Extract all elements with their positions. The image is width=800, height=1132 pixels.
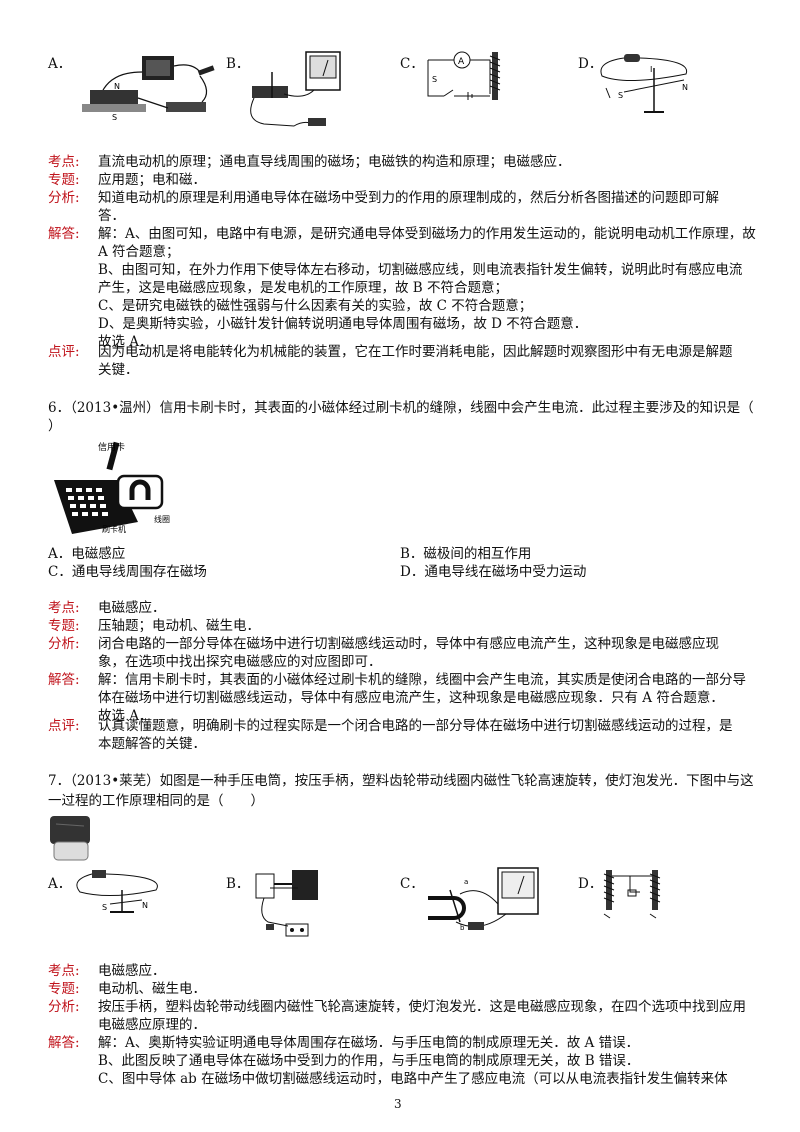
q5-option-c-label: C． bbox=[400, 56, 424, 72]
q7-jieda-row: 解答: 解：A、奥斯特实验证明通电导体周围存在磁场．与手压电筒的制成原理无关．故 … bbox=[48, 1034, 760, 1052]
q6-jieda-row: 解答: 解：信用卡刷卡时，其表面的小磁体经过刷卡机的缝隙，线圈中会产生电流，其实质… bbox=[48, 671, 760, 689]
svg-text:b: b bbox=[460, 924, 465, 932]
q6-option-a: A．电磁感应 bbox=[48, 546, 126, 562]
q6-dianping-row: 点评: 认真读懂题意，明确刷卡的过程实际是一个闭合电路的一部分导体在磁场中进行切割… bbox=[48, 717, 760, 735]
q5-jieda-line7: 故选 A． bbox=[98, 334, 153, 350]
q7-stem-line1: 7．（2013•莱芜）如图是一种手压电筒，按压手柄，塑料齿轮带动线圈内磁性飞轮高… bbox=[48, 773, 754, 789]
coil-label: 线圈 bbox=[154, 514, 170, 524]
q7-option-d-label: D． bbox=[578, 876, 603, 892]
q7-figure-hand-flashlight bbox=[48, 814, 94, 864]
q6-option-b: B．磁极间的相互作用 bbox=[400, 546, 532, 562]
svg-text:S: S bbox=[432, 75, 437, 84]
q6-kaodian-row: 考点: 电磁感应． bbox=[48, 599, 760, 617]
fenxi-text: 按压手柄，塑料齿轮带动线圈内磁性飞轮高速旋转，使灯泡发光．这是电磁感应现象，在四… bbox=[98, 999, 746, 1015]
q5-jieda-line5: C、是研究电磁铁的磁性强弱与什么因素有关的实验，故 C 不符合题意； bbox=[98, 298, 533, 314]
q6-jieda-line3: 故选 A． bbox=[98, 708, 153, 724]
q7-option-b-label: B． bbox=[226, 876, 250, 892]
kaodian-label: 考点: bbox=[48, 154, 80, 170]
q5-figure-a-motor: N S bbox=[72, 52, 222, 137]
q7-fenxi-row: 分析: 按压手柄，塑料齿轮带动线圈内磁性飞轮高速旋转，使灯泡发光．这是电磁感应现象… bbox=[48, 998, 760, 1016]
kaodian-text: 电磁感应． bbox=[98, 963, 166, 979]
q5-option-a-label: A． bbox=[48, 56, 72, 72]
svg-text:N: N bbox=[114, 82, 120, 91]
q6-stem-line1: 6．（2013•温州）信用卡刷卡时，其表面的小磁体经过刷卡机的缝隙，线圈中会产生… bbox=[48, 400, 754, 416]
page-number: 3 bbox=[394, 1097, 402, 1111]
q5-figure-c-electromagnet: A S bbox=[420, 50, 510, 110]
q6-figure-card-reader: 信用卡 刷卡机 线圈 bbox=[48, 436, 178, 536]
reader-label: 刷卡机 bbox=[102, 524, 126, 534]
jieda-label: 解答: bbox=[48, 672, 80, 688]
q7-fenxi-cont: 电磁感应原理的． bbox=[98, 1017, 206, 1033]
q5-jieda-line3: B、由图可知，在外力作用下使导体左右移动，切割磁感应线，则电流表指针发生偏转，说… bbox=[98, 262, 743, 278]
q7-figure-c-induction: a b bbox=[420, 864, 550, 940]
q7-option-a-label: A． bbox=[48, 876, 72, 892]
q5-figure-d-oersted: S N I bbox=[596, 46, 696, 122]
kaodian-text: 直流电动机的原理；通电直导线周围的磁场；电磁铁的构造和原理；电磁感应． bbox=[98, 154, 571, 170]
q5-fenxi-row: 分析: 知道电动机的原理是利用通电导体在磁场中受到力的作用的原理制成的，然后分析各… bbox=[48, 189, 760, 207]
q6-stem-line2: ） bbox=[48, 418, 62, 434]
q7-stem-line2: 一过程的工作原理相同的是（ ） bbox=[48, 793, 264, 809]
q6-fenxi-cont: 象，在选项中找出探究电磁感应的对应图即可． bbox=[98, 654, 382, 670]
q7-kaodian-row: 考点: 电磁感应． bbox=[48, 962, 760, 980]
dianping-label: 点评: bbox=[48, 718, 80, 734]
q5-dianping-cont: 关键． bbox=[98, 362, 139, 378]
q5-zhuanti-row: 专题: 应用题；电和磁． bbox=[48, 171, 760, 189]
fenxi-label: 分析: bbox=[48, 190, 80, 206]
zhuanti-label: 专题: bbox=[48, 172, 80, 188]
q6-dianping-cont: 本题解答的关键． bbox=[98, 736, 206, 752]
q5-jieda-line2: A 符合题意； bbox=[98, 244, 180, 260]
q5-fenxi-cont: 答． bbox=[98, 208, 125, 224]
q6-option-d: D．通电导线在磁场中受力运动 bbox=[400, 564, 587, 580]
zhuanti-text: 压轴题；电动机、磁生电． bbox=[98, 618, 260, 634]
svg-text:A: A bbox=[458, 57, 465, 67]
q5-option-d-label: D． bbox=[578, 56, 603, 72]
svg-text:S: S bbox=[102, 903, 107, 912]
q7-option-c-label: C． bbox=[400, 876, 424, 892]
jieda-text: 解：信用卡刷卡时，其表面的小磁体经过刷卡机的缝隙，线圈中会产生电流，其实质是使闭… bbox=[98, 672, 746, 688]
q7-figure-d-electromagnets bbox=[600, 866, 670, 924]
fenxi-label: 分析: bbox=[48, 636, 80, 652]
svg-text:S: S bbox=[618, 91, 623, 100]
jieda-label: 解答: bbox=[48, 1035, 80, 1051]
jieda-text: 解：A、奥斯特实验证明通电导体周围存在磁场．与手压电筒的制成原理无关．故 A 错… bbox=[98, 1035, 640, 1051]
q7-jieda-line2: B、此图反映了通电导体在磁场中受到力的作用，与手压电筒的制成原理无关，故 B 错… bbox=[98, 1053, 640, 1069]
q5-jieda-line4: 产生，这是电磁感应现象，是发电机的工作原理，故 B 不符合题意； bbox=[98, 280, 509, 296]
dianping-text: 因为电动机是将电能转化为机械能的装置，它在工作时要消耗电能，因此解题时观察图形中… bbox=[98, 344, 733, 360]
card-label: 信用卡 bbox=[98, 441, 125, 453]
dianping-text: 认真读懂题意，明确刷卡的过程实际是一个闭合电路的一部分导体在磁场中进行切割磁感线… bbox=[98, 718, 733, 734]
q7-figure-a-oersted: S N bbox=[70, 866, 170, 920]
fenxi-text: 闭合电路的一部分导体在磁场中进行切割磁感线运动时，导体中有感应电流产生，这种现象… bbox=[98, 636, 719, 652]
q7-jieda-line3: C、图中导体 ab 在磁场中做切割磁感线运动时，电路中产生了感应电流（可以从电流… bbox=[98, 1071, 728, 1087]
kaodian-label: 考点: bbox=[48, 963, 80, 979]
q6-jieda-line2: 体在磁场中进行切割磁感线运动，导体中有感应电流产生，这种现象是电磁感应现象．只有… bbox=[98, 690, 724, 706]
dianping-label: 点评: bbox=[48, 344, 80, 360]
q6-fenxi-row: 分析: 闭合电路的一部分导体在磁场中进行切割磁感线运动时，导体中有感应电流产生，这… bbox=[48, 635, 760, 653]
zhuanti-label: 专题: bbox=[48, 981, 80, 997]
q5-option-b-label: B． bbox=[226, 56, 250, 72]
zhuanti-text: 应用题；电和磁． bbox=[98, 172, 206, 188]
q5-dianping-row: 点评: 因为电动机是将电能转化为机械能的装置，它在工作时要消耗电能，因此解题时观察… bbox=[48, 343, 760, 361]
q5-figure-b-galvanometer bbox=[244, 50, 344, 130]
q5-jieda-line6: D、是奥斯特实验，小磁针发针偏转说明通电导体周围有磁场，故 D 不符合题意． bbox=[98, 316, 588, 332]
zhuanti-label: 专题: bbox=[48, 618, 80, 634]
q7-zhuanti-row: 专题: 电动机、磁生电． bbox=[48, 980, 760, 998]
fenxi-text: 知道电动机的原理是利用通电导体在磁场中受到力的作用的原理制成的，然后分析各图描述… bbox=[98, 190, 719, 206]
fenxi-label: 分析: bbox=[48, 999, 80, 1015]
zhuanti-text: 电动机、磁生电． bbox=[98, 981, 206, 997]
jieda-label: 解答: bbox=[48, 226, 80, 242]
q6-zhuanti-row: 专题: 压轴题；电动机、磁生电． bbox=[48, 617, 760, 635]
kaodian-text: 电磁感应． bbox=[98, 600, 166, 616]
q5-kaodian-row: 考点: 直流电动机的原理；通电直导线周围的磁场；电磁铁的构造和原理；电磁感应． bbox=[48, 153, 760, 171]
q6-option-c: C．通电导线周围存在磁场 bbox=[48, 564, 207, 580]
svg-text:N: N bbox=[682, 83, 688, 92]
jieda-text: 解：A、由图可知，电路中有电源，是研究通电导体受到磁场力的作用发生运动的，能说明… bbox=[98, 226, 756, 242]
kaodian-label: 考点: bbox=[48, 600, 80, 616]
q7-figure-b-motor-force bbox=[248, 866, 328, 942]
svg-text:I: I bbox=[650, 65, 652, 74]
svg-text:N: N bbox=[142, 901, 148, 910]
svg-text:S: S bbox=[112, 113, 117, 122]
svg-text:a: a bbox=[464, 878, 468, 886]
q5-jieda-row: 解答: 解：A、由图可知，电路中有电源，是研究通电导体受到磁场力的作用发生运动的，… bbox=[48, 225, 760, 243]
